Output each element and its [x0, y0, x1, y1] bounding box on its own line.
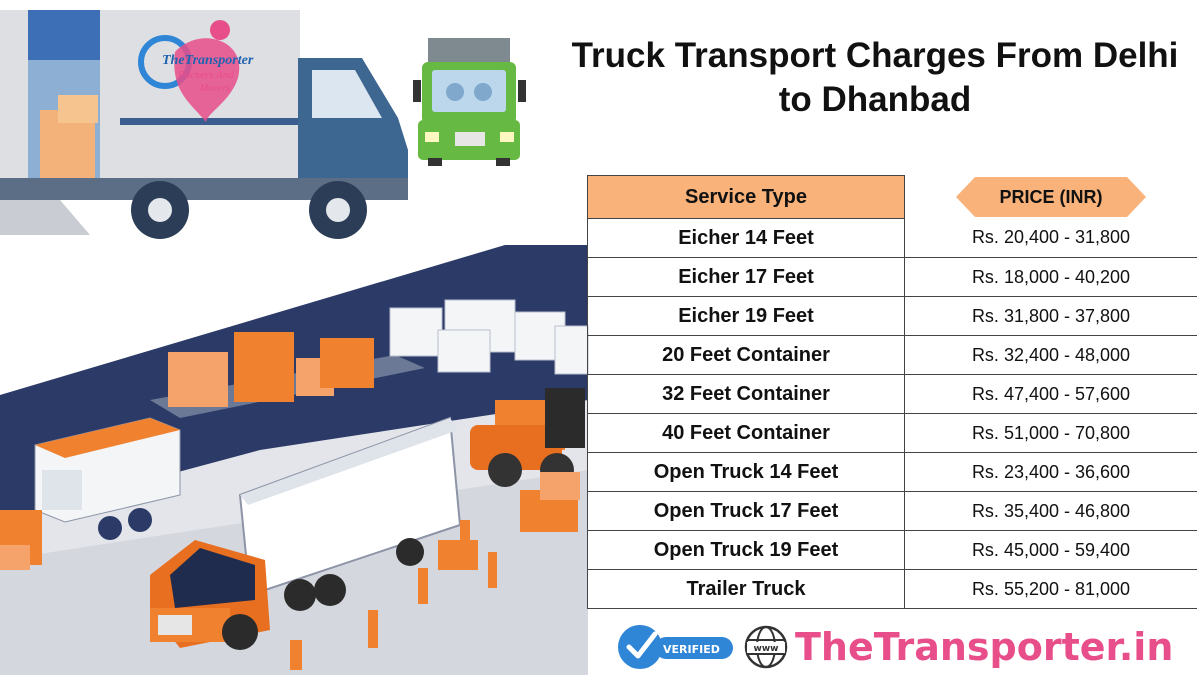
- header-price-cell: PRICE (INR): [905, 176, 1198, 219]
- service-cell: 32 Feet Container: [587, 374, 905, 414]
- price-cell: Rs. 31,800 - 37,800: [904, 296, 1197, 336]
- table-row: Eicher 19 Feet Rs. 31,800 - 37,800: [587, 296, 1197, 336]
- table-row: Eicher 14 Feet Rs. 20,400 - 31,800: [587, 218, 1197, 258]
- table-header-row: Service Type PRICE (INR): [587, 175, 1198, 219]
- table-row: Open Truck 14 Feet Rs. 23,400 - 36,600: [587, 452, 1197, 492]
- price-table: Service Type PRICE (INR) Eicher 14 Feet …: [587, 175, 1197, 609]
- price-cell: Rs. 35,400 - 46,800: [904, 491, 1197, 531]
- brand-name: TheTransporter.in: [795, 625, 1174, 669]
- service-cell: Eicher 19 Feet: [587, 296, 905, 336]
- price-cell: Rs. 32,400 - 48,000: [904, 335, 1197, 375]
- table-row: Open Truck 19 Feet Rs. 45,000 - 59,400: [587, 530, 1197, 570]
- table-row: 32 Feet Container Rs. 47,400 - 57,600: [587, 374, 1197, 414]
- green-truck-front-icon: [413, 38, 526, 166]
- table-row: Trailer Truck Rs. 55,200 - 81,000: [587, 569, 1197, 609]
- verified-label: VERIFIED: [663, 643, 720, 656]
- logo-text-line2: Packers And: [177, 69, 234, 81]
- header-service-type: Service Type: [587, 175, 905, 219]
- www-label: www: [754, 644, 779, 654]
- logo-text-line1: TheTransporter: [162, 53, 254, 68]
- table-row: Open Truck 17 Feet Rs. 35,400 - 46,800: [587, 491, 1197, 531]
- price-cell: Rs. 51,000 - 70,800: [904, 413, 1197, 453]
- price-cell: Rs. 47,400 - 57,600: [904, 374, 1197, 414]
- verified-check-icon: VERIFIED: [618, 625, 733, 669]
- service-cell: Trailer Truck: [587, 569, 905, 609]
- footer-brand: VERIFIED www TheTransporter.in: [615, 620, 1195, 676]
- logo: TheTransporter Packers And Movers: [138, 20, 254, 122]
- globe-icon: www: [744, 625, 788, 669]
- service-cell: Eicher 17 Feet: [587, 257, 905, 297]
- price-cell: Rs. 18,000 - 40,200: [904, 257, 1197, 297]
- warehouse-scene: [0, 245, 589, 675]
- table-row: 40 Feet Container Rs. 51,000 - 70,800: [587, 413, 1197, 453]
- price-cell: Rs. 55,200 - 81,000: [904, 569, 1197, 609]
- service-cell: Open Truck 19 Feet: [587, 530, 905, 570]
- price-cell: Rs. 45,000 - 59,400: [904, 530, 1197, 570]
- table-row: Eicher 17 Feet Rs. 18,000 - 40,200: [587, 257, 1197, 297]
- page-title: Truck Transport Charges From Delhi to Dh…: [571, 36, 1179, 119]
- price-cell: Rs. 23,400 - 36,600: [904, 452, 1197, 492]
- service-cell: 20 Feet Container: [587, 335, 905, 375]
- header-price-badge: PRICE (INR): [956, 177, 1146, 217]
- service-cell: Open Truck 14 Feet: [587, 452, 905, 492]
- service-cell: 40 Feet Container: [587, 413, 905, 453]
- logo-text-line3: Movers: [199, 83, 230, 94]
- service-cell: Eicher 14 Feet: [587, 218, 905, 258]
- service-cell: Open Truck 17 Feet: [587, 491, 905, 531]
- price-cell: Rs. 20,400 - 31,800: [904, 218, 1197, 258]
- table-row: 20 Feet Container Rs. 32,400 - 48,000: [587, 335, 1197, 375]
